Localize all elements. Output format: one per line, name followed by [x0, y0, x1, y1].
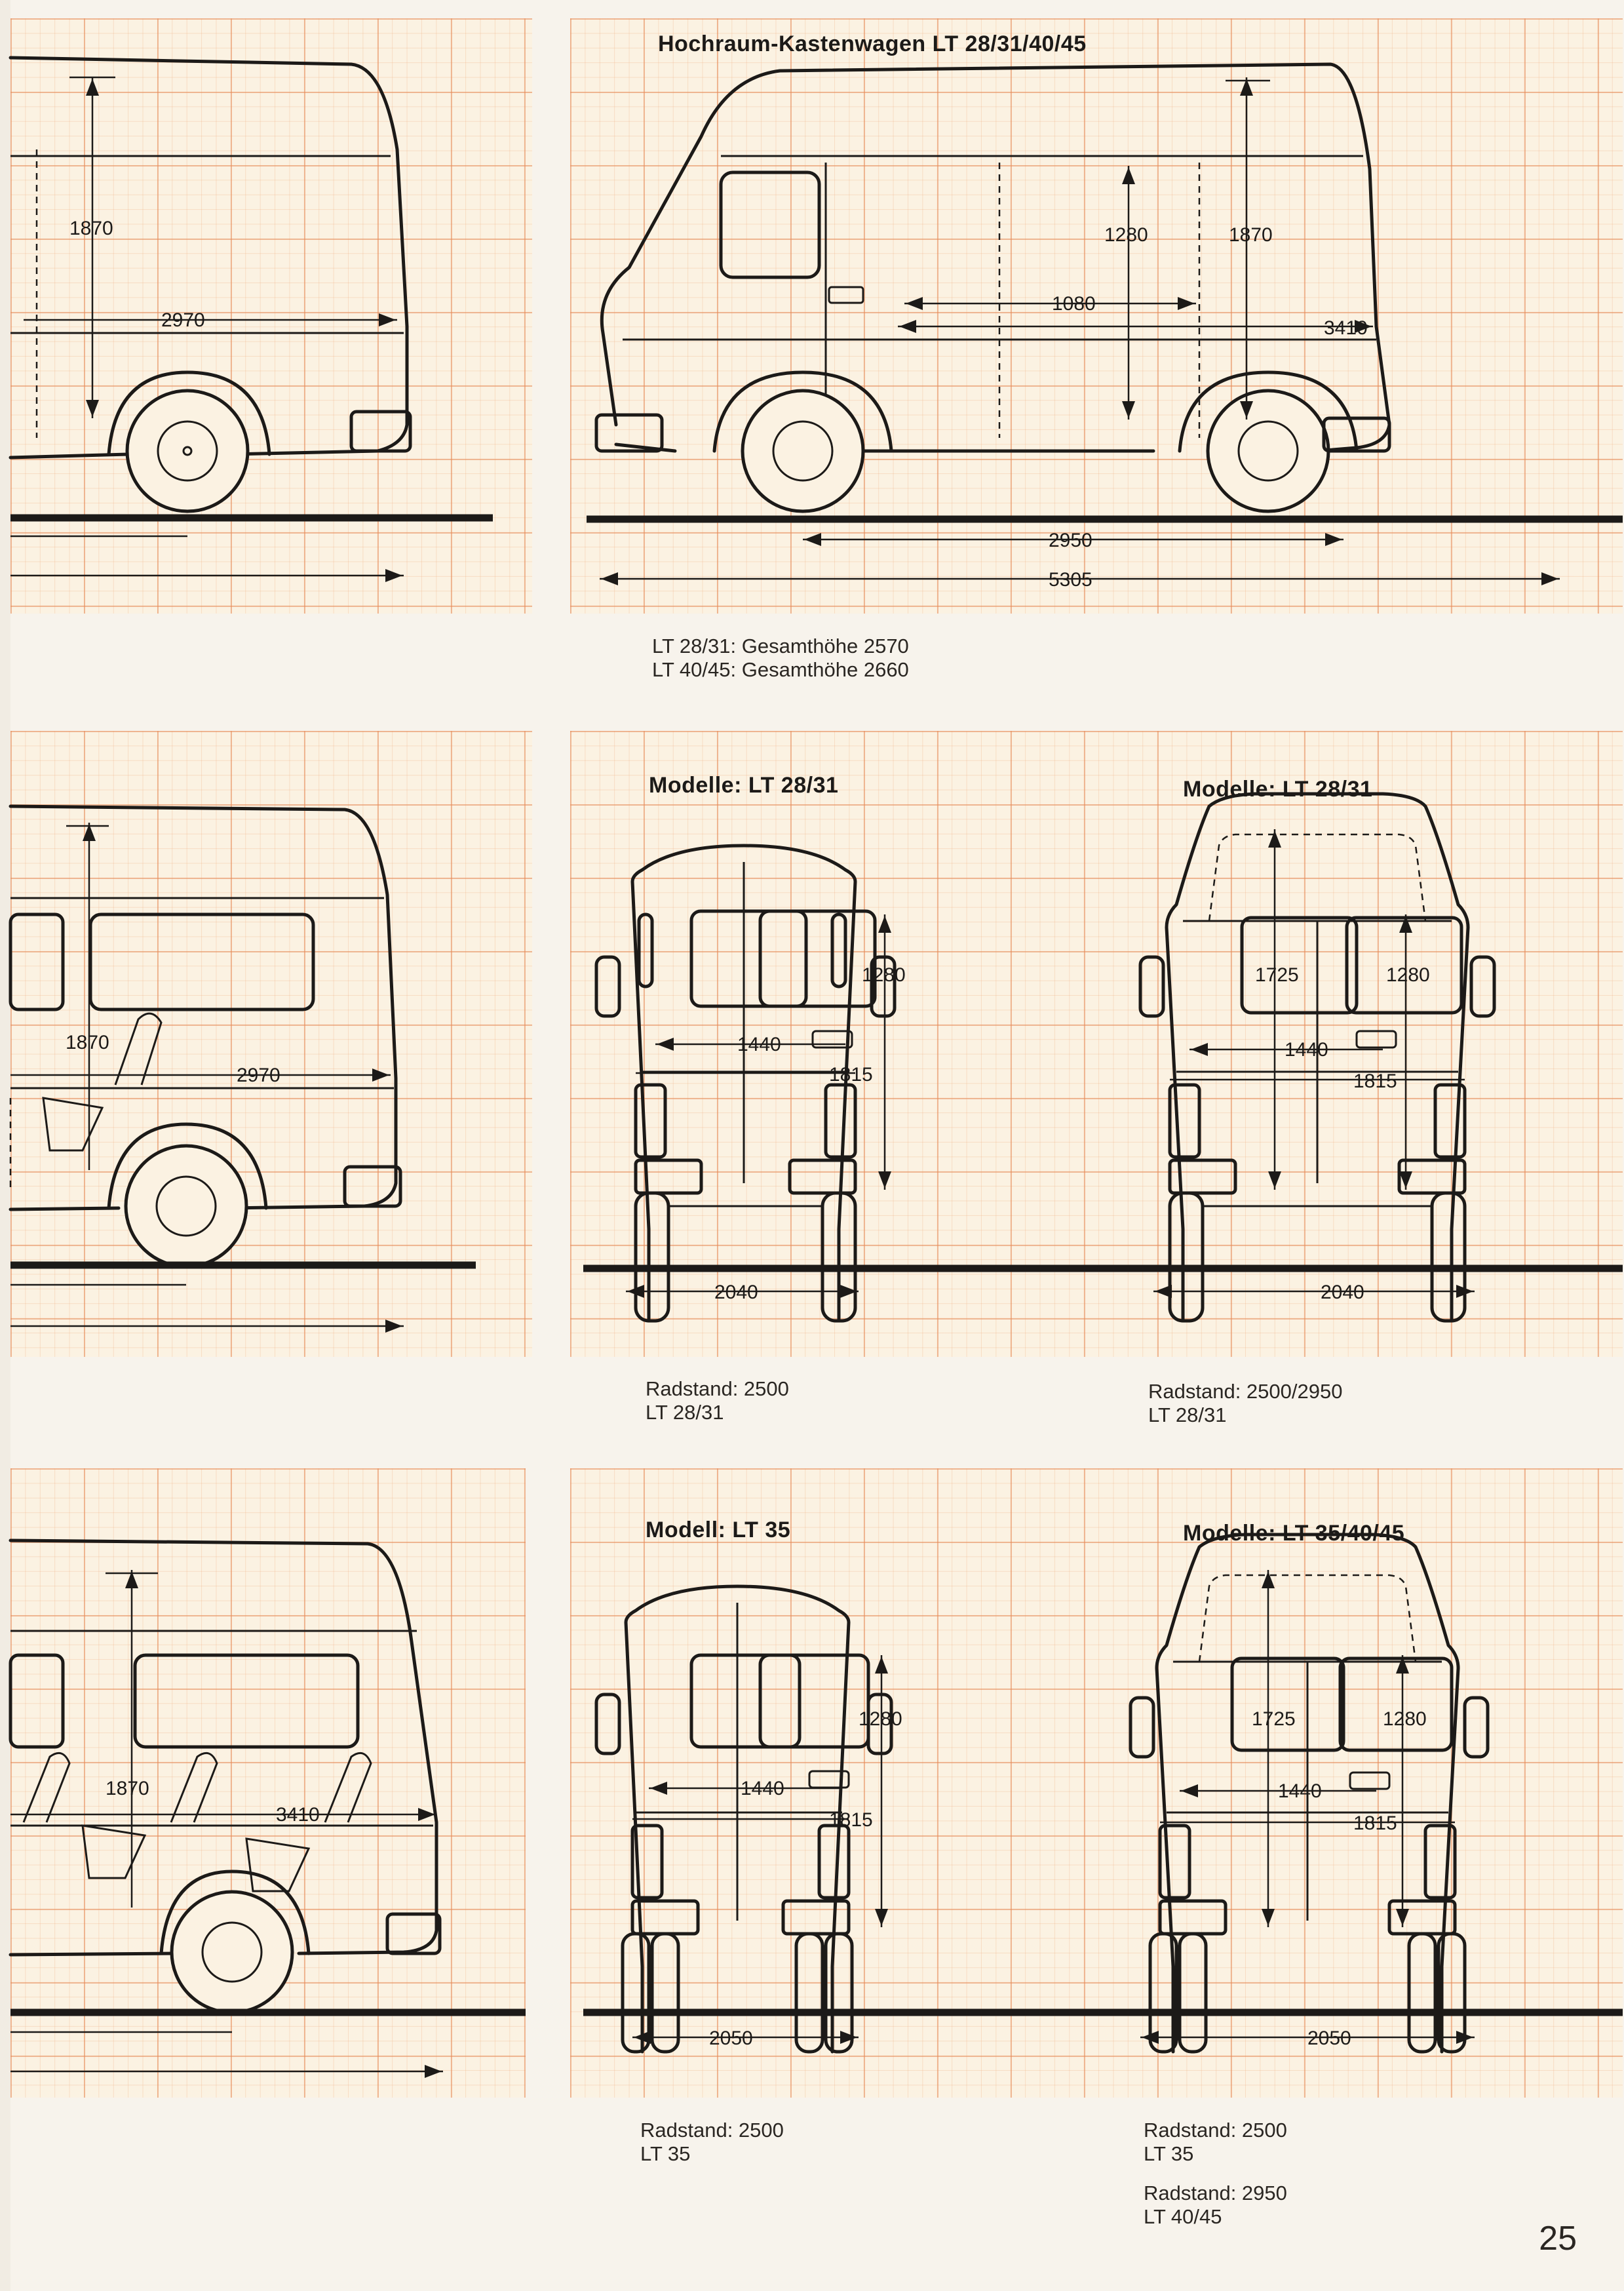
rear-window-left: [689, 909, 808, 1008]
page-number: 25: [1539, 2220, 1577, 2258]
dim-width-a-1440: 1440: [741, 1778, 784, 1799]
dim-width-b-1815: 1815: [1353, 1070, 1397, 1092]
dim-cargo-length: 3410: [1324, 317, 1368, 339]
dim-door: 1080: [1052, 293, 1096, 315]
caption-mid-a: Radstand: 2500 LT 28/31: [646, 1377, 789, 1424]
dim-height: 1870: [1229, 224, 1273, 246]
dim-inner-height: 1280: [1104, 224, 1148, 246]
mirror-right: [870, 955, 897, 1018]
rear-window-right: [758, 909, 877, 1008]
dim-width-b-1440: 1440: [1285, 1039, 1328, 1061]
mirror-left: [594, 955, 621, 1018]
dim-width-b-1440: 1440: [1278, 1780, 1322, 1802]
panel-top-right-hochraum: Hochraum-Kastenwagen LT 28/31/40/45 1280…: [570, 18, 1623, 614]
dim-width-b-1815: 1815: [1353, 1812, 1397, 1834]
bus-side-view: 1870 2970: [9, 804, 476, 1333]
panel-bottom-right-rear-views: Modell: LT 35 Modelle: LT 35/40/45 1280: [570, 1468, 1623, 2098]
dim-width-a-1815: 1815: [829, 1064, 873, 1086]
rear-wheel: [1206, 389, 1330, 513]
rear-view-a: [594, 844, 897, 1323]
dim-roof-height-b: 1725: [1252, 1708, 1296, 1730]
front-wheel: [741, 389, 865, 513]
side-view-drawing: 1870 2970: [9, 56, 493, 582]
cab-window: [719, 170, 821, 279]
dim-door-height-a: 1280: [862, 964, 906, 986]
caption-top-right: LT 28/31: Gesamthöhe 2570 LT 40/45: Gesa…: [652, 635, 909, 681]
long-bus-side-view: 1870 3410: [9, 1538, 526, 2078]
dim-door-height-b: 1280: [1383, 1708, 1427, 1730]
dim-track-b: 2040: [1321, 1282, 1364, 1303]
wheel-arch: [107, 370, 271, 456]
side-window: [88, 912, 315, 1011]
rear-view-a: [594, 1584, 893, 2054]
panel-title-a: Modelle: LT 28/31: [649, 773, 839, 798]
front-bumper: [594, 413, 664, 453]
wheel: [124, 1144, 248, 1268]
dim-track-a: 2050: [709, 2027, 753, 2049]
rear-view-b: [1129, 1533, 1490, 2054]
dim-width-a-1440: 1440: [737, 1034, 781, 1055]
panel-title-b: Modelle: LT 28/31: [1183, 777, 1373, 802]
panel-mid-right-rear-views: Modelle: LT 28/31 Modelle: LT 28/31 1280: [570, 731, 1623, 1357]
dim-height: 1870: [106, 1778, 149, 1799]
caption-mid-b: Radstand: 2500/2950 LT 28/31: [1148, 1380, 1343, 1426]
panel-mid-left-side-view: 1870 2970: [9, 731, 532, 1357]
rear-views-drawing: 1280 1440 1815 1725: [583, 792, 1623, 1323]
caption-bottom-a: Radstand: 2500 LT 35: [640, 2119, 784, 2165]
dim-roof-height-b: 1725: [1255, 964, 1299, 986]
dim-height: 1870: [69, 218, 113, 239]
seat: [114, 1012, 163, 1086]
dim-overall: 5305: [1049, 569, 1092, 591]
dim-length: 2970: [237, 1065, 280, 1086]
dim-door-height-b: 1280: [1386, 964, 1430, 986]
dim-height: 1870: [66, 1032, 109, 1053]
dim-length: 2970: [161, 309, 205, 331]
panel-title: Hochraum-Kastenwagen LT 28/31/40/45: [658, 31, 1087, 56]
dim-wheelbase: 2950: [1049, 530, 1092, 551]
caption-bottom-c: Radstand: 2950 LT 40/45: [1144, 2182, 1287, 2228]
rear-bumper: [1322, 416, 1391, 453]
rear-wheel: [125, 389, 250, 513]
hochraum-side-view: 1280 1870 1080 3410 2950 5305: [587, 62, 1623, 591]
dim-length: 3410: [276, 1804, 320, 1826]
door-handle: [828, 286, 864, 304]
rear-view-b: [1138, 792, 1496, 1323]
page-gutter: [0, 0, 10, 2291]
rear-wheel-arch: [1178, 370, 1359, 453]
rear-bumper: [349, 410, 412, 453]
dim-door-height-a: 1280: [859, 1708, 902, 1730]
dim-track-a: 2040: [714, 1282, 758, 1303]
dim-width-a-1815: 1815: [829, 1809, 873, 1831]
panel-bottom-left-side-view: 1870 3410: [9, 1468, 526, 2098]
panel-top-left-side-view: 1870 2970: [9, 18, 532, 614]
rear-views-drawing: 1280 1440 1815 1725: [583, 1533, 1623, 2054]
dim-track-b: 2050: [1307, 2027, 1351, 2049]
front-wheel-arch: [712, 370, 893, 453]
caption-bottom-b: Radstand: 2500 LT 35: [1144, 2119, 1287, 2165]
panel-title-a: Modell: LT 35: [646, 1518, 791, 1542]
